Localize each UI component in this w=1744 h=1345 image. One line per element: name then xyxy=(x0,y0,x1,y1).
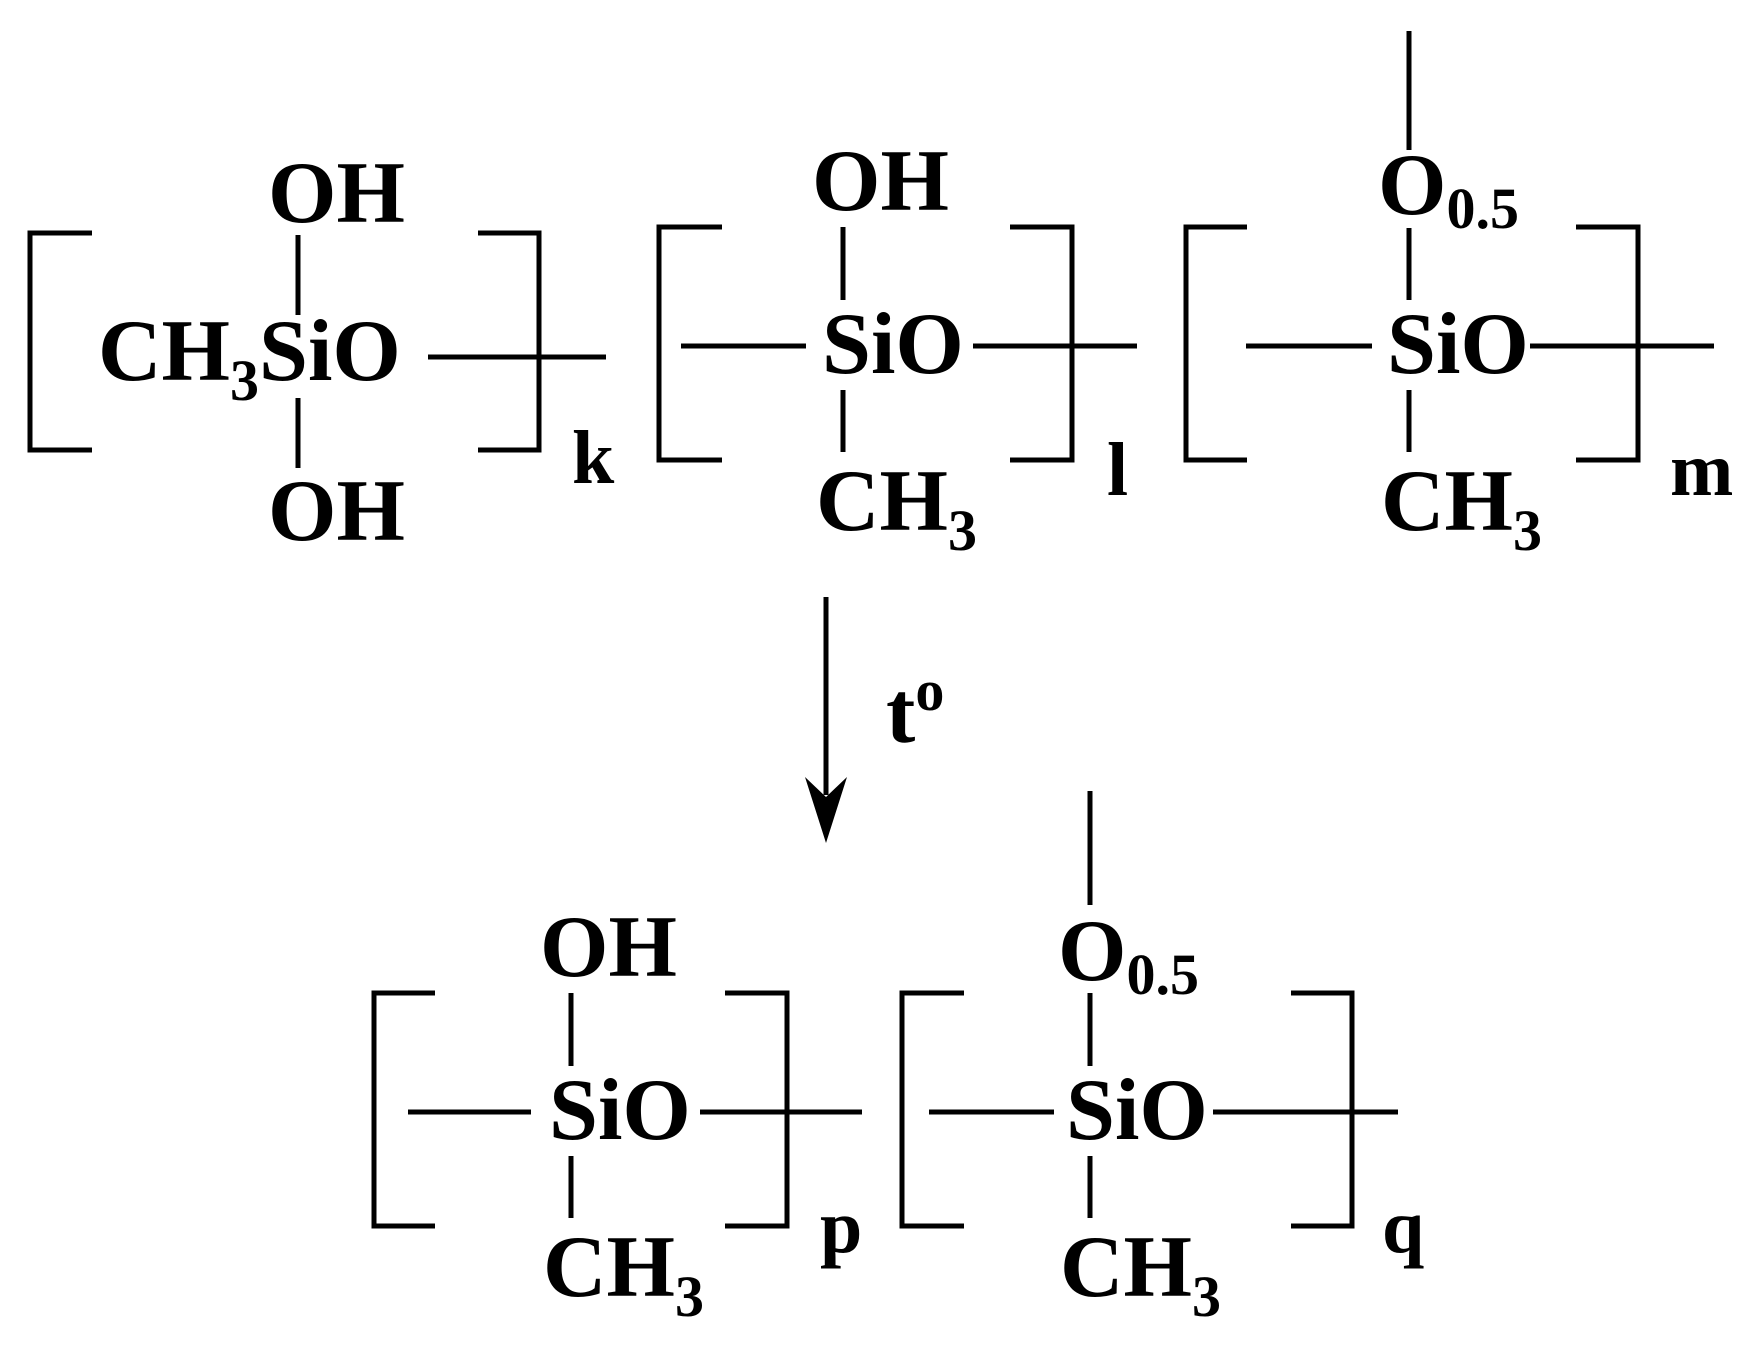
methyl-bottom: CH3 xyxy=(1381,453,1542,563)
reactant-unit-k: OH CH3SiO OH k xyxy=(27,145,615,560)
heat-condition-label: to xyxy=(886,658,944,762)
repeat-index-q: q xyxy=(1382,1185,1424,1269)
left-bracket xyxy=(1183,224,1247,463)
reaction-arrow: to xyxy=(805,597,944,843)
left-bracket xyxy=(899,990,964,1229)
product-unit-p: OH SiO CH3 p xyxy=(371,899,862,1329)
hydroxyl-top: OH xyxy=(268,145,405,242)
product-unit-q: O0.5 SiO CH3 q xyxy=(899,791,1424,1329)
arrow-head xyxy=(805,777,847,843)
reactant-unit-m: O0.5 SiO CH3 m xyxy=(1183,31,1733,563)
siloxane-group: SiO xyxy=(822,296,964,393)
hydroxyl-top: OH xyxy=(812,133,949,230)
repeat-index-l: l xyxy=(1107,428,1128,512)
repeat-index-k: k xyxy=(572,416,615,500)
methyl-bottom: CH3 xyxy=(543,1219,704,1329)
oxygen-half-top: O0.5 xyxy=(1378,137,1519,241)
left-bracket xyxy=(27,230,92,453)
methyl-bottom: CH3 xyxy=(1060,1219,1221,1329)
hydroxyl-bottom: OH xyxy=(268,463,405,560)
right-bracket xyxy=(478,230,542,453)
methyl-bottom: CH3 xyxy=(816,453,977,563)
repeat-index-p: p xyxy=(820,1185,862,1269)
repeat-index-m: m xyxy=(1670,428,1733,512)
left-bracket xyxy=(371,990,435,1229)
reactant-unit-l: OH SiO CH3 l xyxy=(656,133,1137,563)
hydroxyl-top: OH xyxy=(540,899,677,996)
siloxane-group: SiO xyxy=(549,1062,691,1159)
oxygen-half-top: O0.5 xyxy=(1058,903,1199,1007)
siloxane-group: SiO xyxy=(1066,1062,1208,1159)
siloxane-group: SiO xyxy=(1387,296,1529,393)
methyl-silanol-group: CH3SiO xyxy=(98,303,401,413)
left-bracket xyxy=(656,224,722,463)
